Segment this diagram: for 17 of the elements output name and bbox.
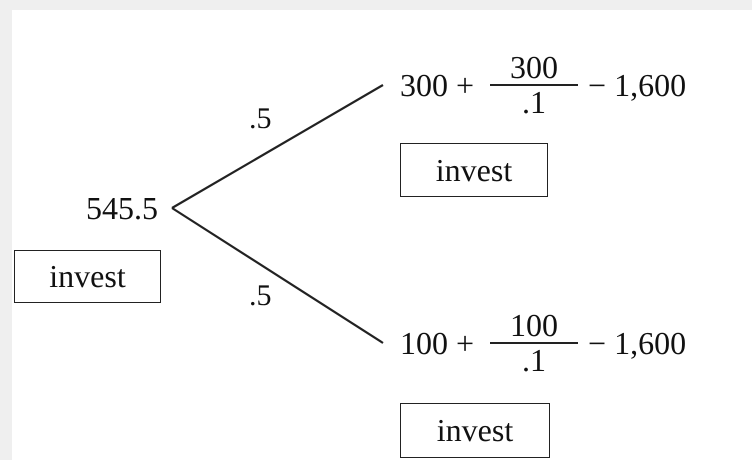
fraction-denominator: .1 [522, 86, 546, 120]
action-box [400, 403, 550, 458]
branch-line [171, 84, 384, 209]
action-label: invest [436, 152, 512, 188]
payoff-term: 100 + [400, 324, 474, 362]
payoff-term: − 1,600 [588, 66, 686, 104]
action-box [400, 143, 548, 197]
action-box [14, 250, 161, 303]
expected-value: 545.5 [86, 190, 158, 226]
action-label: invest [49, 258, 126, 295]
fraction-numerator: 100 [510, 308, 558, 342]
payoff-term: 300 + [400, 66, 474, 104]
action-label: invest [436, 412, 514, 449]
fraction-numerator: 300 [510, 50, 558, 84]
branch-line [171, 207, 384, 344]
payoff-term: − 1,600 [588, 324, 686, 362]
fraction-denominator: .1 [522, 344, 546, 378]
